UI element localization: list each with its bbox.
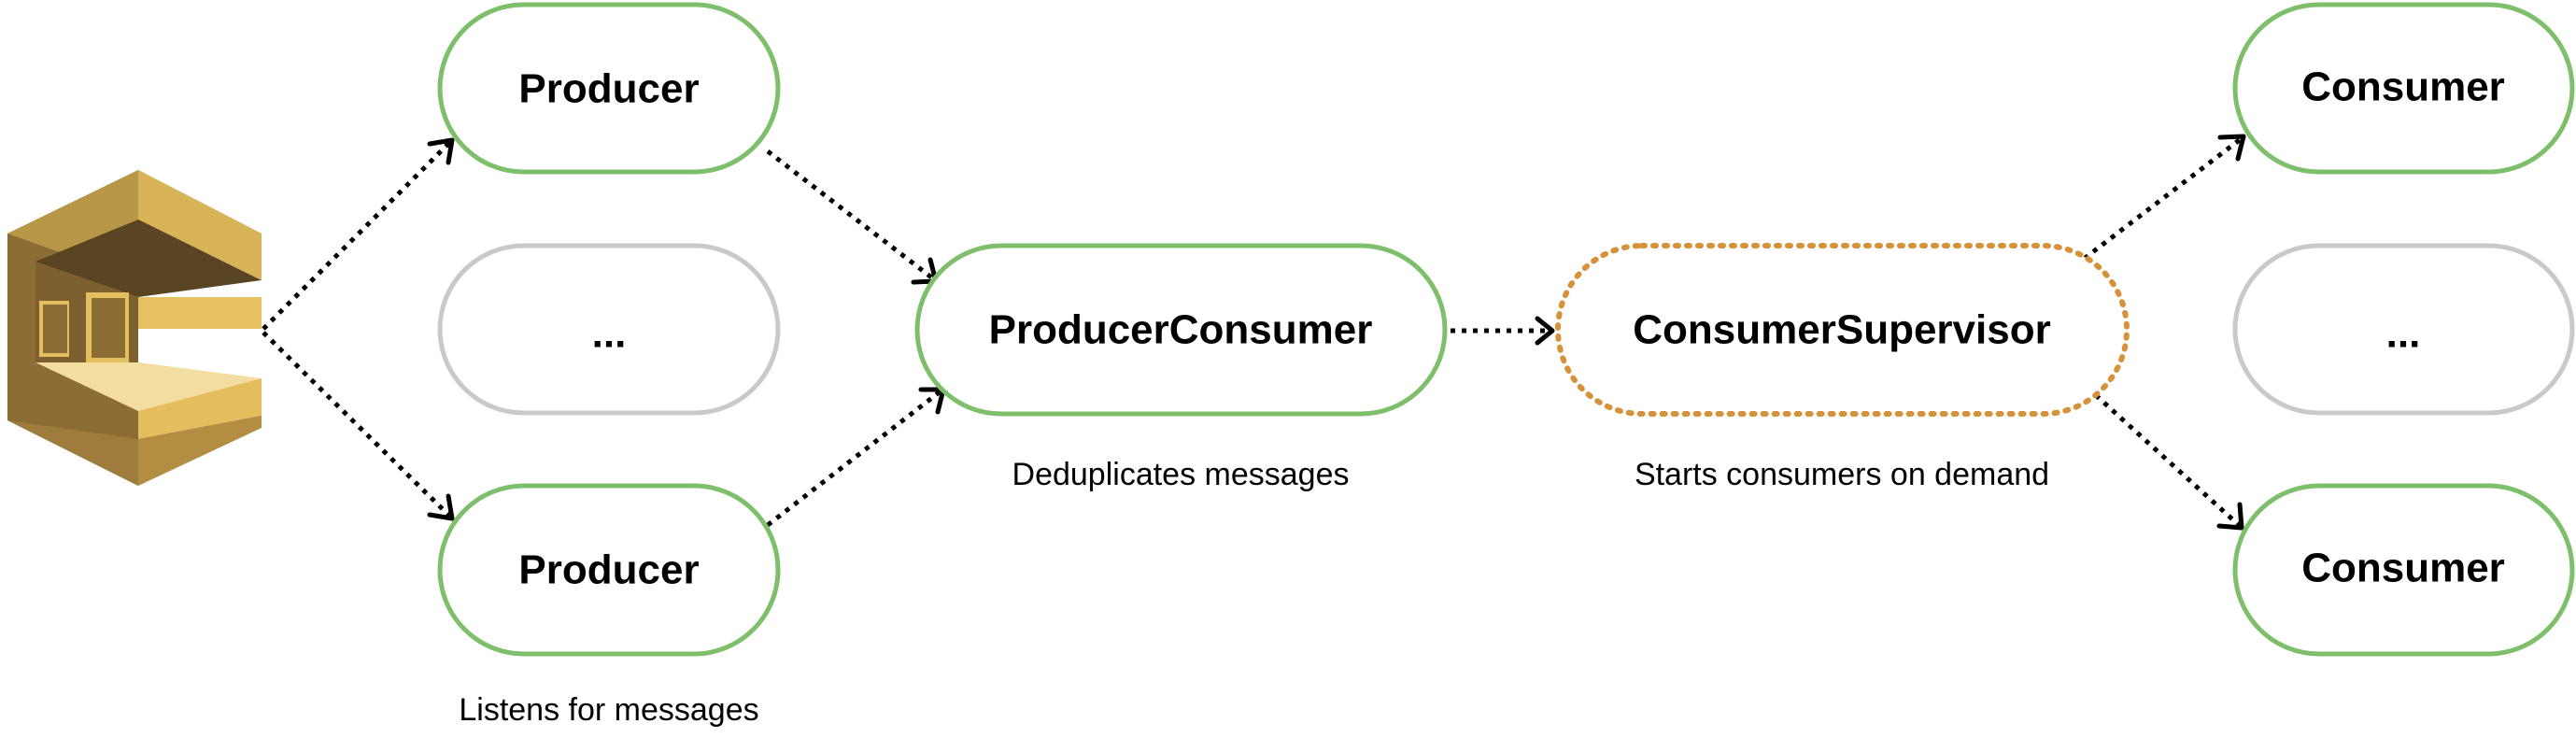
producer-node-middle[interactable]: ... <box>437 243 781 416</box>
consumersupervisor-caption: Starts consumers on demand <box>1635 457 2049 492</box>
arrow-supervisor-to-consumer-bottom <box>2086 386 2244 531</box>
consumer-bottom-label: Consumer <box>2301 546 2505 591</box>
arrow-queue-to-producer-top <box>262 137 455 331</box>
producerconsumer-node[interactable]: ProducerConsumer <box>914 243 1448 417</box>
consumersupervisor-node[interactable]: ConsumerSupervisor <box>1555 243 2130 417</box>
producerconsumer-caption: Deduplicates messages <box>1012 457 1350 492</box>
consumer-node-top[interactable]: Consumer <box>2232 2 2575 175</box>
consumersupervisor-label: ConsumerSupervisor <box>1633 307 2050 353</box>
producer-node-bottom[interactable]: Producer <box>437 483 781 657</box>
arrow-producer-bottom-to-producerconsumer <box>766 387 946 527</box>
arrow-producerconsumer-to-supervisor <box>1451 316 1555 346</box>
arrow-queue-to-producer-bottom <box>262 331 455 521</box>
consumer-middle-label: ... <box>2386 311 2421 357</box>
sqs-queue-icon <box>7 170 262 486</box>
producer-middle-label: ... <box>592 311 627 357</box>
producer-node-top[interactable]: Producer <box>437 2 781 175</box>
producer-bottom-label: Producer <box>518 547 699 593</box>
producer-top-label: Producer <box>518 66 699 112</box>
arrow-producer-top-to-producerconsumer <box>766 149 939 285</box>
producerconsumer-label: ProducerConsumer <box>989 307 1373 353</box>
consumer-node-middle[interactable]: ... <box>2232 243 2575 416</box>
arrow-supervisor-to-consumer-top <box>2074 134 2246 267</box>
consumer-node-bottom[interactable]: Consumer <box>2232 483 2575 657</box>
consumer-top-label: Consumer <box>2301 64 2505 110</box>
producer-caption: Listens for messages <box>459 692 758 728</box>
